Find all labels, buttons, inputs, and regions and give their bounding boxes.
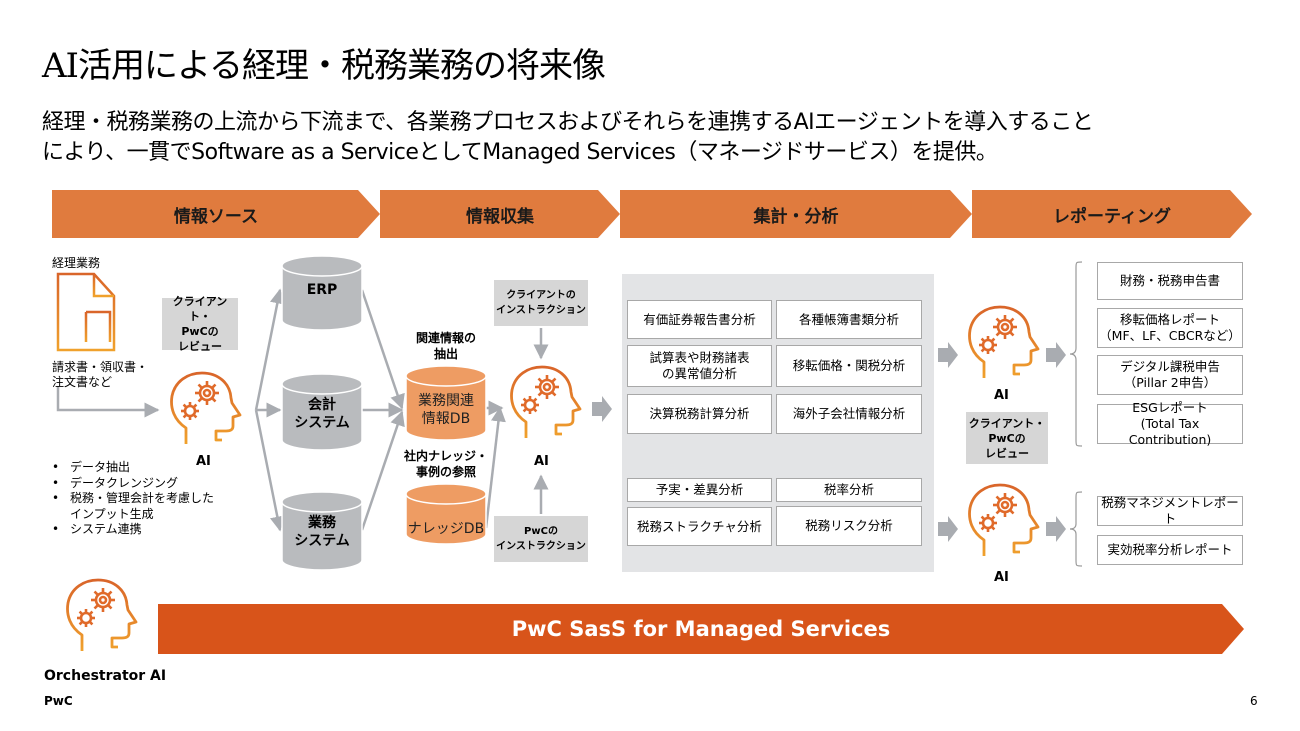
bullet-item: インプット生成 xyxy=(70,506,154,521)
subtitle-line-1: 経理・税務業務の上流から下流まで、各業務プロセスおよびそれらを連携するAIエージ… xyxy=(42,110,1094,135)
report-item: 移転価格レポート（MF、LF、CBCRなど） xyxy=(1097,308,1243,348)
document-caption: 請求書・領収書・ 注文書など xyxy=(52,360,149,389)
bullet-item: 税務・管理会計を考慮した xyxy=(52,491,214,507)
report-item: 税務マネジメントレポート xyxy=(1097,495,1243,526)
stage-label: 集計・分析 xyxy=(753,206,839,227)
stage-info-source: 情報ソース xyxy=(52,190,380,238)
footer-brand: PwC xyxy=(44,694,73,708)
orchestrator-ai-label: Orchestrator AI xyxy=(44,668,167,684)
knowledge-label: 社内ナレッジ・事例の参照 xyxy=(403,449,488,479)
ai-label-reporting-bottom: AI xyxy=(994,570,1009,585)
slide-subtitle: 経理・税務業務の上流から下流まで、各業務プロセスおよびそれらを連携するAIエージ… xyxy=(42,108,1094,168)
analysis-item: 海外子会社情報分析 xyxy=(776,394,922,434)
db-business-system: 業務システム xyxy=(294,515,350,549)
source-bullet-list: データ抽出 データクレンジング 税務・管理会計を考慮した インプット生成 システ… xyxy=(52,460,214,538)
analysis-item: 税務ストラクチャ分析 xyxy=(627,507,772,546)
system-db-cylinders xyxy=(281,255,363,571)
db-business-related-info: 業務関連情報DB xyxy=(418,393,474,427)
stage-reporting: レポーティング xyxy=(972,190,1252,238)
analysis-item: 有価証券報告書分析 xyxy=(627,300,772,339)
analysis-item: 移転価格・関税分析 xyxy=(776,345,922,387)
client-pwc-review-box-source: クライアント・ PwCの レビュー xyxy=(162,295,238,353)
db-erp: ERP xyxy=(306,282,338,298)
report-item: 実効税率分析レポート xyxy=(1097,535,1243,565)
db-accounting-system: 会計システム xyxy=(294,397,350,431)
bullet-item: システム連携 xyxy=(52,522,214,538)
ai-head-icon xyxy=(962,304,1042,384)
client-pwc-review-box-reporting: クライアント・ PwCの レビュー xyxy=(966,412,1048,464)
pwc-saas-banner: PwC SasS for Managed Services xyxy=(158,604,1244,654)
bullet-item: データクレンジング xyxy=(52,476,214,492)
document-icon xyxy=(56,272,116,352)
page-number: 6 xyxy=(1250,694,1258,708)
slide-title: AI活用による経理・税務業務の将来像 xyxy=(42,46,606,86)
analysis-item: 税務リスク分析 xyxy=(776,506,922,546)
analysis-item: 各種帳簿書類分析 xyxy=(776,300,922,339)
db-knowledge: ナレッジDB xyxy=(407,521,485,537)
extract-label: 関連情報の抽出 xyxy=(415,331,476,361)
subtitle-line-2: により、一貫でSoftware as a ServiceとしてManaged S… xyxy=(42,140,998,165)
stage-label: 情報収集 xyxy=(466,206,534,227)
stage-aggregation-analysis: 集計・分析 xyxy=(620,190,972,238)
collection-db-cylinders xyxy=(405,365,487,544)
ai-head-icon xyxy=(504,364,584,444)
bullet-item: データ抽出 xyxy=(52,460,214,476)
stage-info-collection: 情報収集 xyxy=(380,190,620,238)
banner-label: PwC SasS for Managed Services xyxy=(511,617,891,641)
analysis-item: 決算税務計算分析 xyxy=(627,394,772,434)
analysis-item: 予実・差異分析 xyxy=(627,478,772,502)
ai-head-icon xyxy=(164,370,244,450)
ai-label-reporting-top: AI xyxy=(994,388,1009,403)
ai-head-icon xyxy=(962,482,1042,562)
stage-label: 情報ソース xyxy=(173,206,259,227)
client-instruction-box: クライアントのインストラクション xyxy=(494,280,588,326)
report-item: デジタル課税申告（Pillar 2申告） xyxy=(1097,355,1243,395)
report-item: ESGレポート(Total Tax Contribution) xyxy=(1097,400,1243,447)
source-heading: 経理業務 xyxy=(52,256,101,270)
pwc-instruction-box: PwCのインストラクション xyxy=(494,516,588,562)
analysis-item: 試算表や財務諸表の異常値分析 xyxy=(627,345,772,387)
stage-label: レポーティング xyxy=(1053,206,1171,227)
analysis-item: 税率分析 xyxy=(776,478,922,502)
report-item: 財務・税務申告書 xyxy=(1097,262,1243,300)
ai-label-collection: AI xyxy=(534,454,549,469)
orchestrator-ai-head-icon xyxy=(60,574,140,660)
